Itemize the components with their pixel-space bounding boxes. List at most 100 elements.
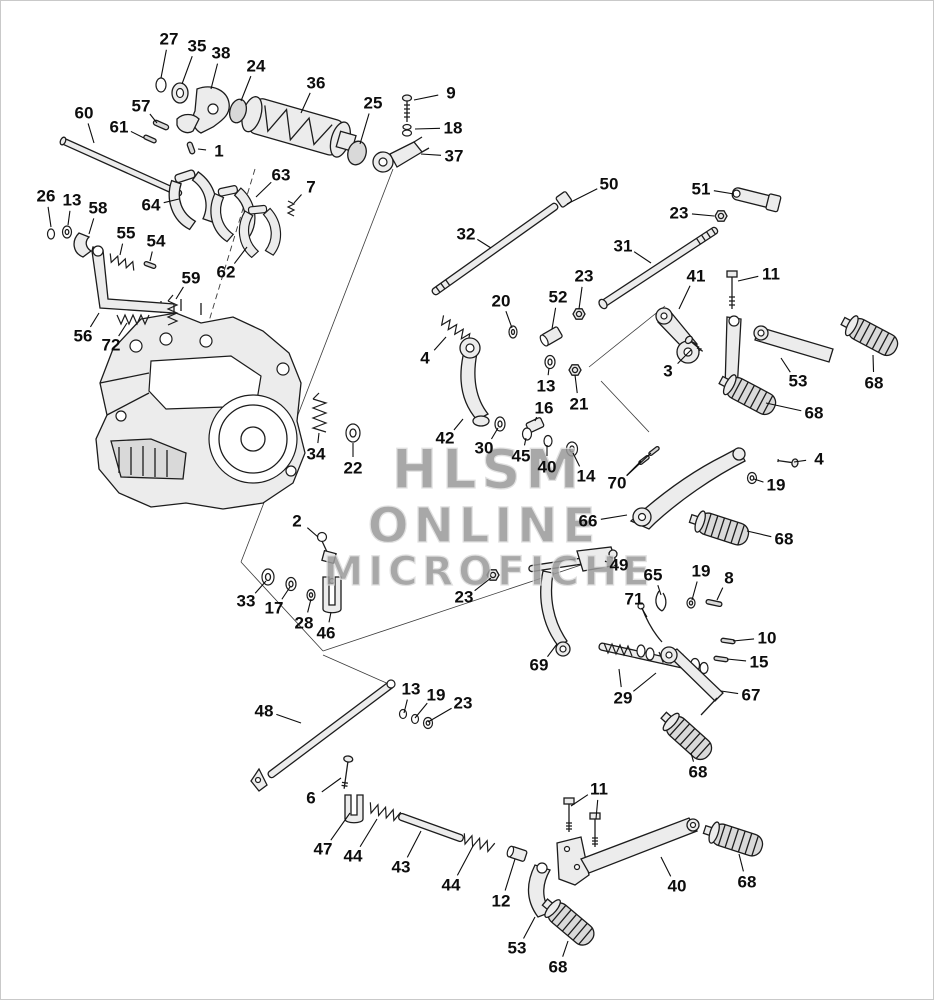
callout-label: 58 [89, 199, 108, 218]
callout-leader [691, 213, 715, 217]
washer-33 [261, 568, 275, 586]
callout-label: 63 [272, 166, 291, 185]
callout-label: 32 [457, 225, 476, 244]
footpeg [718, 374, 777, 416]
callout-label: 21 [570, 395, 589, 414]
shift-rod-31 [598, 226, 719, 310]
callout-leader [118, 322, 128, 337]
callout-label: 44 [344, 847, 363, 866]
callout-leader [293, 194, 302, 204]
spacer-52 [539, 326, 563, 347]
spring-44b [463, 833, 496, 853]
callout-label: 4 [814, 450, 824, 469]
callout-label: 68 [549, 958, 568, 977]
lever-42 [459, 337, 490, 427]
callout-label: 13 [63, 191, 82, 210]
callout-label: 43 [392, 858, 411, 877]
screw-11-right [726, 270, 738, 309]
callout-label: 3 [663, 362, 672, 381]
callout-label: 50 [600, 175, 619, 194]
callout-label: 70 [608, 474, 627, 493]
watermark-line-1: HLSM [392, 438, 584, 501]
callout-label: 47 [314, 840, 333, 859]
callout-leader [713, 190, 735, 195]
callout-label: 55 [117, 224, 136, 243]
callout-label: 53 [789, 372, 808, 391]
callout-leader [233, 246, 248, 264]
callout-leader [149, 251, 153, 262]
callout-label: 2 [292, 512, 301, 531]
callout-leader [240, 75, 252, 102]
clevis-47 [344, 794, 364, 824]
callout-leader [626, 452, 652, 477]
shaft-49 [528, 546, 618, 573]
callout-label: 31 [614, 237, 633, 256]
washer-19b [686, 597, 696, 609]
washer-45 [521, 427, 533, 441]
callout-label: 11 [590, 780, 608, 799]
callout-label: 13 [402, 680, 421, 699]
callout-label: 14 [577, 467, 596, 486]
callout-leader [578, 286, 583, 310]
washer-40 [543, 434, 553, 448]
callout-leader [618, 668, 622, 688]
callout-label: 35 [188, 37, 207, 56]
callout-leader [633, 251, 652, 264]
washer-30 [494, 416, 506, 432]
callout-leader [130, 130, 145, 139]
callout-leader [753, 478, 764, 483]
footpeg [688, 510, 750, 546]
washer-23d [422, 716, 434, 730]
callout-leader [453, 418, 464, 431]
callout-label: 4 [420, 349, 430, 368]
callout-label: 23 [455, 588, 474, 607]
pin-8 [705, 598, 723, 608]
callout-leader [490, 427, 499, 440]
callout-label: 57 [132, 97, 151, 116]
callout-label: 69 [530, 656, 549, 675]
callout-leader [433, 336, 447, 351]
crankcase [95, 299, 306, 510]
shift-rod-48 [250, 679, 396, 792]
callout-leader [604, 560, 607, 563]
callout-leader [566, 188, 598, 205]
callout-label: 27 [160, 30, 179, 49]
callout-leader [793, 459, 807, 463]
callout-leader [562, 940, 569, 957]
washer-28 [306, 588, 316, 602]
callout-label: 54 [147, 232, 166, 251]
callout-label: 48 [255, 702, 274, 721]
screw-9 [401, 94, 413, 137]
callout-leader [732, 638, 755, 642]
washer-19 [746, 471, 758, 485]
screw-3 [684, 335, 704, 352]
callout-label: 22 [344, 459, 363, 478]
callout-leader [716, 587, 724, 601]
callout-leader [276, 713, 302, 724]
callout-leader [427, 707, 452, 723]
lever-53-top [753, 325, 834, 363]
callout-leader [160, 49, 167, 79]
callout-leader [197, 148, 207, 151]
washer-22 [345, 423, 361, 443]
callout-leader [641, 607, 648, 618]
callout-leader [678, 285, 691, 310]
callout-label: 45 [512, 447, 531, 466]
clevis-46 [322, 576, 342, 614]
shifter-lever-37 [372, 136, 430, 173]
callout-label: 68 [805, 404, 824, 423]
callout-leader [255, 181, 272, 198]
callout-leader [523, 437, 527, 446]
callout-label: 51 [692, 180, 711, 199]
callout-label: 23 [670, 204, 689, 223]
callout-label: 18 [444, 119, 463, 138]
callout-leader [403, 699, 408, 714]
callout-label: 34 [307, 445, 326, 464]
callout-leader [765, 402, 802, 412]
rod-43 [398, 812, 464, 843]
callout-leader [88, 218, 95, 235]
callout-label: 1 [214, 142, 223, 161]
